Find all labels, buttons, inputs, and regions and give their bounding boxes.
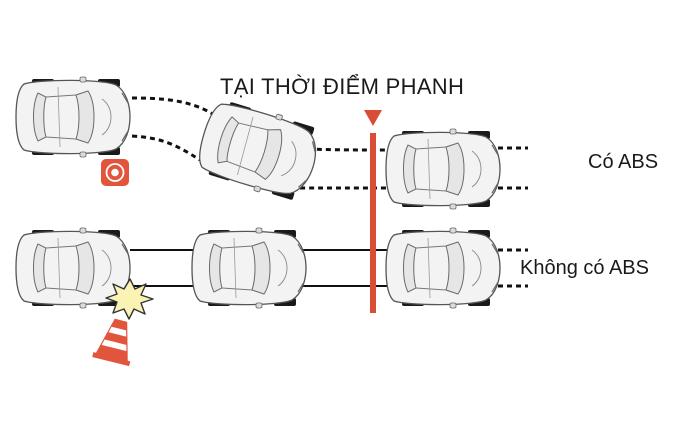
car-no-abs-end: [385, 227, 501, 309]
impact-star-icon: [105, 278, 154, 320]
without-abs-label: Không có ABS: [520, 257, 649, 279]
car-abs-start: [15, 76, 131, 158]
car-no-abs-middle: [191, 227, 307, 309]
with-abs-label: Có ABS: [588, 151, 659, 173]
brake-marker-triangle: [364, 110, 382, 126]
no-abs-path-dashes: [498, 248, 528, 288]
braking-moment-title: TẠI THỜI ĐIỂM PHANH: [220, 74, 465, 99]
car-abs-stopped: [385, 128, 501, 210]
warning-icon: [101, 159, 129, 186]
brake-line: [364, 110, 382, 313]
traffic-cone-icon: [92, 318, 131, 367]
